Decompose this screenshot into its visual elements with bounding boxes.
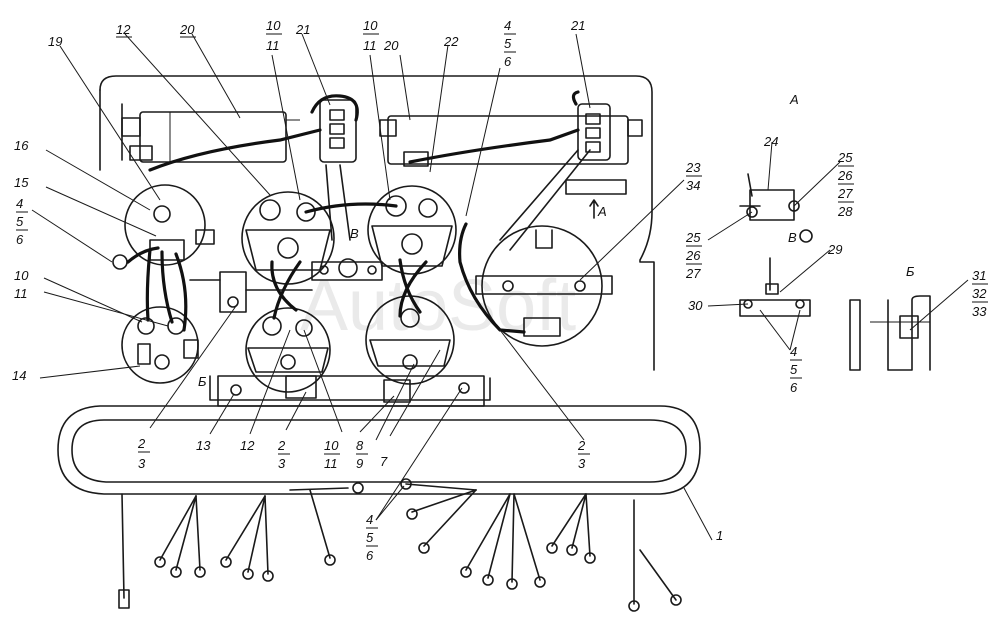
callout-31: 31 [972,268,986,283]
callout-12-top: 12 [116,22,131,37]
leader-lines [31,33,969,541]
callout-4-a: 4 [504,18,511,33]
detail-v [739,229,813,317]
callout-13: 13 [196,438,211,453]
callout-10-b: 10 [363,18,378,33]
callout-11-c: 11 [14,286,28,301]
callout-5-b: 5 [16,214,24,229]
callout-11-b: 11 [363,38,377,53]
connector-21-left [319,99,357,163]
callout-8: 8 [356,438,364,453]
crossing-wires [270,258,428,320]
wire-leads-right [400,478,682,612]
callout-10-c: 10 [14,268,29,283]
callout-6-b: 6 [16,232,24,247]
callout-3-c: 3 [578,456,586,471]
callout-10-a: 10 [266,18,281,33]
arrow-label-v: В [350,226,359,241]
callout-labels: 19 12 20 10 11 21 10 11 20 22 4 5 6 21 1… [12,18,987,563]
callout-33: 33 [972,304,987,319]
callout-25-b: 25 [685,230,701,245]
callout-underlines [16,33,988,547]
callout-21-left: 21 [295,22,310,37]
callout-4-d: 4 [366,512,373,527]
callout-16: 16 [14,138,29,153]
view-label-v: В [788,230,797,245]
arrow-label-a: А [597,204,607,219]
callout-10-d: 10 [324,438,339,453]
callout-21-right: 21 [570,18,585,33]
callout-12-b: 12 [240,438,255,453]
callout-25-a: 25 [837,150,853,165]
callout-4-c: 4 [790,344,797,359]
bracket-b [217,375,485,407]
callout-6-c: 6 [790,380,798,395]
gauge-22-top [367,185,457,275]
callout-28: 28 [837,204,853,219]
callout-22: 22 [443,34,459,49]
callout-11-a: 11 [266,38,280,53]
callout-27-b: 27 [685,266,701,281]
detail-a [739,173,800,221]
callout-9: 9 [356,456,363,471]
callout-19: 19 [48,34,62,49]
switch-block-right [379,115,643,167]
callout-6-d: 6 [366,548,374,563]
gauge-14 [121,248,199,384]
wire-leads-left [118,482,364,609]
view-labels: А Б В Б А В [198,92,915,389]
connector-21-right [577,103,611,161]
callout-30: 30 [688,298,703,313]
callout-20-left: 20 [179,22,195,37]
callout-15: 15 [14,175,29,190]
view-label-b: Б [906,264,915,279]
callout-34: 34 [686,178,700,193]
arrow-a [589,199,599,219]
callout-26-b: 26 [685,248,701,263]
callout-2-b: 2 [277,438,286,453]
switch-block-left [121,111,300,163]
callout-5-c: 5 [790,362,798,377]
callout-5-d: 5 [366,530,374,545]
callout-23: 23 [685,160,701,175]
callout-5-a: 5 [504,36,512,51]
callout-32: 32 [972,286,987,301]
callout-24: 24 [763,134,778,149]
instrument-panel [99,75,655,401]
harness-loop [57,405,701,495]
callout-20-right: 20 [383,38,399,53]
callout-6-a: 6 [504,54,512,69]
gauge-16 [112,184,215,270]
callout-2-c: 2 [577,438,586,453]
callout-3-a: 3 [138,456,146,471]
callout-29: 29 [827,242,842,257]
view-label-a: А [789,92,799,107]
callout-4-b: 4 [16,196,23,211]
callout-2-a: 2 [137,436,146,451]
callout-14: 14 [12,368,26,383]
callout-7: 7 [380,454,388,469]
gauge-link-wire [304,202,398,214]
callout-3-b: 3 [278,456,286,471]
bracket-label-b: Б [198,374,207,389]
callout-26-a: 26 [837,168,853,183]
callout-11-d: 11 [324,456,338,471]
callout-1: 1 [716,528,723,543]
callout-27-a: 27 [837,186,853,201]
gauge-23-large [458,222,613,347]
detail-b [849,295,931,371]
